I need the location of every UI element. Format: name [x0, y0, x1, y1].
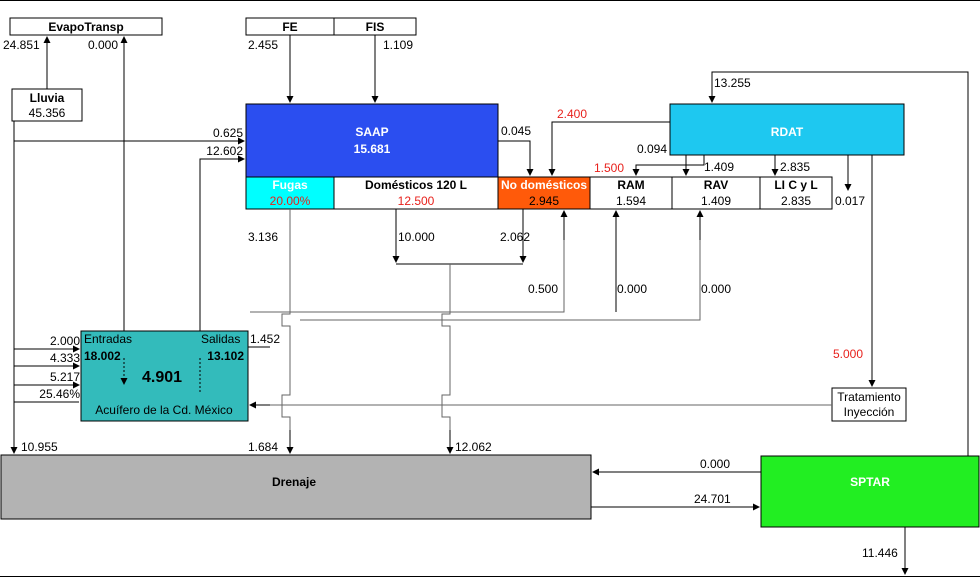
- licyl-title: LI C y L: [774, 178, 817, 192]
- flow-nodom-down: 2.062: [500, 230, 530, 244]
- rdat-box: RDAT: [669, 103, 905, 156]
- to-nodom-line: [250, 211, 565, 313]
- no-domesticos-box: No domésticos 2.945: [497, 176, 591, 210]
- flow-fugas-drenaje: 1.684: [248, 440, 278, 454]
- flow-acu-in-1: 2.000: [50, 334, 80, 348]
- licyl-value: 2.835: [781, 194, 811, 208]
- flow-rdat-ram: 0.094: [637, 142, 667, 156]
- lluvia-value: 45.356: [29, 106, 66, 120]
- drenaje-title: Drenaje: [272, 475, 316, 489]
- fe-value: 2.455: [248, 38, 278, 52]
- evapotransp-box: EvapoTransp: [9, 17, 163, 36]
- rav-box: RAV 1.409: [671, 176, 761, 210]
- flow-acu-in-pct: 25.46%: [39, 387, 80, 401]
- fis-title: FIS: [366, 20, 385, 34]
- saap-to-nodom-arrow: [498, 140, 534, 176]
- fis-box: FIS: [333, 17, 417, 36]
- ram-value: 1.594: [616, 194, 646, 208]
- ram-title: RAM: [617, 178, 644, 192]
- fugas-title: Fugas: [272, 178, 308, 192]
- fugas-box: Fugas 20.00%: [245, 176, 335, 210]
- evapo-out-value: 0.000: [88, 38, 118, 52]
- rdat-title: RDAT: [771, 125, 804, 139]
- flow-lluvia-saap-2: 12.602: [206, 144, 243, 158]
- lluvia-title: Lluvia: [30, 91, 65, 105]
- rdat-to-ram-arrow: [632, 155, 705, 176]
- dom-to-drenaje-line: [441, 264, 451, 453]
- lluvia-box: Lluvia 45.356: [11, 88, 83, 122]
- flow-rdat-ram-red: 1.500: [594, 161, 624, 175]
- saap-fill: [245, 103, 499, 178]
- sptar-to-rdat-arrow: [708, 71, 969, 456]
- flow-sptar-out: 11.446: [862, 546, 898, 560]
- fugas-to-drenaje-line: [281, 209, 291, 453]
- no-domesticos-title: No domésticos: [501, 178, 587, 192]
- acuifero-balance: 4.901: [142, 369, 182, 386]
- fugas-value: 20.00%: [270, 194, 311, 208]
- flow-acu-out: 1.452: [250, 332, 280, 346]
- fe-box: FE: [245, 17, 335, 36]
- licyl-box: LI C y L 2.835: [759, 176, 833, 210]
- domesticos-title: Domésticos 120 L: [365, 178, 467, 192]
- flow-lluvia-saap-1: 0.625: [213, 126, 243, 140]
- rdat-to-nodom-arrow: [548, 121, 670, 176]
- domesticos-box: Domésticos 120 L 12.500: [333, 176, 499, 210]
- flow-rdat-licyl: 2.835: [780, 160, 810, 174]
- acuifero-name: Acuífero de la Cd. México: [95, 403, 233, 417]
- tratamiento-box: Tratamiento Inyección: [831, 387, 907, 422]
- sptar-title: SPTAR: [850, 475, 890, 489]
- saap-title: SAAP: [355, 125, 388, 139]
- acuifero-salidas-value: 13.102: [207, 349, 244, 363]
- acuifero-box: Entradas Salidas 18.002 13.102 4.901 Acu…: [80, 330, 249, 422]
- flow-saap-nodom: 0.045: [501, 124, 531, 138]
- domesticos-value: 12.500: [398, 194, 435, 208]
- flow-rdat-trat: 5.000: [833, 347, 863, 361]
- fis-value: 1.109: [383, 38, 413, 52]
- flow-rdat-rav: 1.409: [704, 160, 734, 174]
- flow-dom-drenaje: 12.062: [455, 440, 492, 454]
- acuifero-entradas-label: Entradas: [84, 332, 132, 346]
- flow-rdat-out: 0.017: [835, 194, 865, 208]
- sptar-box: SPTAR: [760, 455, 980, 528]
- flow-sptar-drenaje: 0.000: [700, 457, 730, 471]
- flow-lluvia-drenaje: 10.955: [21, 440, 58, 454]
- flow-fugas-down: 3.136: [248, 230, 278, 244]
- tratamiento-line2: Inyección: [844, 405, 895, 419]
- evapotransp-title: EvapoTransp: [48, 20, 123, 34]
- saap-value: 15.681: [354, 142, 391, 156]
- rav-value: 1.409: [701, 194, 731, 208]
- evapo-in-value: 24.851: [3, 38, 40, 52]
- flow-drenaje-sptar: 24.701: [694, 492, 731, 506]
- acuifero-to-saap-arrow: [199, 155, 245, 331]
- flow-acu-in-2: 4.333: [50, 351, 80, 365]
- saap-box: SAAP 15.681: [245, 103, 499, 178]
- ram-box: RAM 1.594: [589, 176, 673, 210]
- flow-to-nodom: 0.500: [528, 282, 558, 296]
- flow-dom-down: 10.000: [398, 230, 435, 244]
- rdat-fill: [669, 103, 905, 156]
- flow-to-ram: 0.000: [617, 282, 647, 296]
- drenaje-box: Drenaje: [0, 454, 592, 520]
- flow-rdat-top: 13.255: [714, 76, 751, 90]
- to-rav-line: [300, 211, 701, 321]
- fe-title: FE: [282, 20, 297, 34]
- flow-acu-in-3: 5.217: [50, 370, 80, 384]
- tratamiento-line1: Tratamiento: [837, 390, 901, 404]
- rav-title: RAV: [704, 178, 728, 192]
- no-domesticos-value: 2.945: [529, 194, 559, 208]
- flow-rdat-nodom: 2.400: [557, 107, 587, 121]
- flow-to-rav: 0.000: [701, 282, 731, 296]
- acuifero-salidas-label: Salidas: [201, 332, 240, 346]
- acuifero-entradas-value: 18.002: [84, 349, 121, 363]
